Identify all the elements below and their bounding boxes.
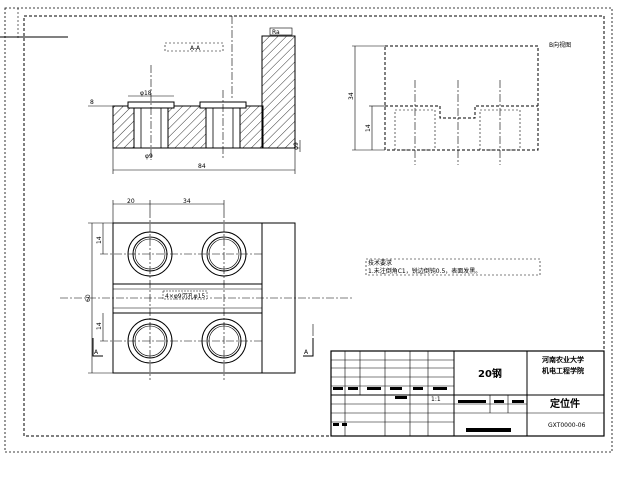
right-view: 34 14 B向视图 <box>348 41 571 165</box>
scale-text: 1:1 <box>431 396 441 403</box>
hole-bottom-right <box>201 318 247 364</box>
svg-text:60: 60 <box>85 294 92 302</box>
svg-text:4×φ9沉孔φ15: 4×φ9沉孔φ15 <box>165 292 205 300</box>
svg-text:14: 14 <box>365 124 372 132</box>
svg-text:34: 34 <box>348 92 355 100</box>
svg-text:84: 84 <box>198 163 206 170</box>
right-view-outline <box>384 45 539 151</box>
svg-text:φ18: φ18 <box>140 90 152 97</box>
drawing-number: GXT0000-06 <box>548 422 586 429</box>
top-view: 20 34 60 14 14 4×φ9沉孔φ15 A A <box>60 198 352 380</box>
hole-bottom-left <box>127 318 173 364</box>
svg-text:8: 8 <box>90 99 94 106</box>
right-view-label: B向视图 <box>549 41 571 49</box>
svg-text:14: 14 <box>96 322 103 330</box>
hole-top-right <box>201 231 247 277</box>
svg-text:φ9: φ9 <box>293 142 300 150</box>
svg-text:A: A <box>94 349 99 356</box>
svg-text:20: 20 <box>127 198 135 205</box>
tech-title: 技术要求 <box>368 259 392 267</box>
svg-text:φ9: φ9 <box>145 153 153 160</box>
university-line2: 机电工程学院 <box>542 366 584 375</box>
svg-text:34: 34 <box>183 198 191 205</box>
tall-block-hatch <box>261 35 296 149</box>
title-block: 1:1 20钢 河南农业大学 机电工程学院 定位件 GXT0000-06 <box>330 350 605 437</box>
tech-requirements: 技术要求 1.未注倒角C1，锐边倒钝0.5，表面发黑。 <box>365 258 541 276</box>
material-text: 20钢 <box>478 367 502 380</box>
inner-frame <box>23 15 605 437</box>
hole-top-left <box>127 231 173 277</box>
section-label: A-A <box>190 45 201 52</box>
svg-text:14: 14 <box>96 236 103 244</box>
front-section-view: 84 A-A Ra φ18 8 φ9 φ9 <box>88 16 301 174</box>
outer-border <box>4 7 613 453</box>
part-name: 定位件 <box>550 397 580 410</box>
tech-text: 1.未注倒角C1，锐边倒钝0.5，表面发黑。 <box>368 267 481 275</box>
svg-text:Ra: Ra <box>272 29 280 36</box>
svg-text:A: A <box>304 349 309 356</box>
university-line1: 河南农业大学 <box>542 355 584 364</box>
